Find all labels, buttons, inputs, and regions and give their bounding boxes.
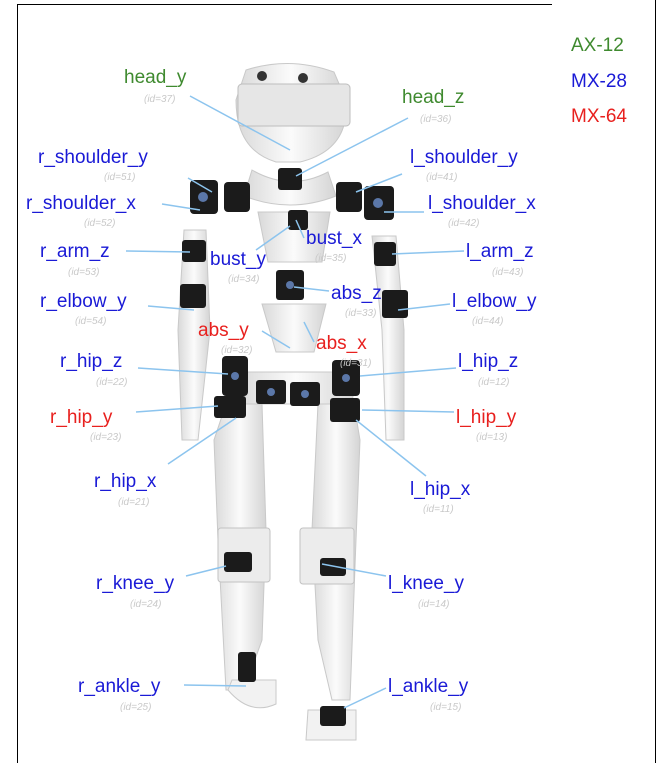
motor-id-l-hip-z: (id=12) (478, 377, 509, 388)
motor-id-bust-x: (id=35) (315, 253, 346, 264)
motor-id-r-shoulder-x: (id=52) (84, 218, 115, 229)
leader-line-l-hip-z (360, 368, 456, 376)
motor-id-l-hip-y: (id=13) (476, 432, 507, 443)
motor-label-r-hip-x: r_hip_x (94, 472, 156, 492)
motor-id-bust-y: (id=34) (228, 274, 259, 285)
motor-label-r-elbow-y: r_elbow_y (40, 292, 127, 312)
motor-label-head-y: head_y (124, 68, 186, 88)
motor-label-head-z: head_z (402, 88, 464, 108)
motor-label-l-hip-x: l_hip_x (410, 480, 470, 500)
motor-id-l-knee-y: (id=14) (418, 599, 449, 610)
motor-label-abs-y: abs_y (198, 321, 249, 341)
motor-id-l-arm-z: (id=43) (492, 267, 523, 278)
motor-id-r-hip-z: (id=22) (96, 377, 127, 388)
motor-id-r-shoulder-y: (id=51) (104, 172, 135, 183)
motor-id-r-elbow-y: (id=54) (75, 316, 106, 327)
motor-id-r-ankle-y: (id=25) (120, 702, 151, 713)
motor-id-r-knee-y: (id=24) (130, 599, 161, 610)
motor-id-l-shoulder-y: (id=41) (426, 172, 457, 183)
motor-label-abs-z: abs_z (331, 284, 382, 304)
motor-id-abs-y: (id=32) (221, 345, 252, 356)
leader-line-r-ankle-y (184, 685, 246, 686)
motor-id-l-shoulder-x: (id=42) (448, 218, 479, 229)
motor-label-r-shoulder-x: r_shoulder_x (26, 194, 136, 214)
motor-label-r-arm-z: r_arm_z (40, 242, 110, 262)
leader-line-r-arm-z (126, 251, 190, 252)
motor-label-l-elbow-y: l_elbow_y (452, 292, 537, 312)
motor-label-r-hip-y: r_hip_y (50, 408, 112, 428)
motor-label-l-arm-z: l_arm_z (466, 242, 534, 262)
motor-id-l-elbow-y: (id=44) (472, 316, 503, 327)
motor-label-l-shoulder-x: l_shoulder_x (428, 194, 536, 214)
motor-id-abs-x: (id=31) (340, 358, 371, 369)
motor-id-l-hip-x: (id=11) (423, 504, 454, 515)
motor-id-head-y: (id=37) (144, 94, 175, 105)
motor-label-r-ankle-y: r_ankle_y (78, 677, 160, 697)
motor-label-l-ankle-y: l_ankle_y (388, 677, 468, 697)
motor-label-l-shoulder-y: l_shoulder_y (410, 148, 518, 168)
motor-label-r-knee-y: r_knee_y (96, 574, 174, 594)
leader-line-l-hip-y (362, 410, 454, 412)
motor-id-l-ankle-y: (id=15) (430, 702, 461, 713)
motor-id-r-hip-x: (id=21) (118, 497, 149, 508)
legend-ax12: AX-12 (571, 36, 624, 56)
motor-label-bust-x: bust_x (306, 229, 362, 249)
motor-label-bust-y: bust_y (210, 250, 266, 270)
motor-label-abs-x: abs_x (316, 334, 367, 354)
motor-id-r-hip-y: (id=23) (90, 432, 121, 443)
legend-mx28: MX-28 (571, 72, 627, 92)
motor-label-l-hip-y: l_hip_y (456, 408, 516, 428)
legend-mx64: MX-64 (571, 107, 627, 127)
motor-label-r-hip-z: r_hip_z (60, 352, 122, 372)
motor-id-head-z: (id=36) (420, 114, 451, 125)
motor-id-abs-z: (id=33) (345, 308, 376, 319)
leader-line-l-arm-z (392, 251, 464, 254)
motor-label-l-hip-z: l_hip_z (458, 352, 518, 372)
motor-id-r-arm-z: (id=53) (68, 267, 99, 278)
robot-head (236, 63, 350, 162)
motor-label-r-shoulder-y: r_shoulder_y (38, 148, 148, 168)
motor-label-l-knee-y: l_knee_y (388, 574, 464, 594)
leader-line-r-hip-y (136, 406, 218, 412)
